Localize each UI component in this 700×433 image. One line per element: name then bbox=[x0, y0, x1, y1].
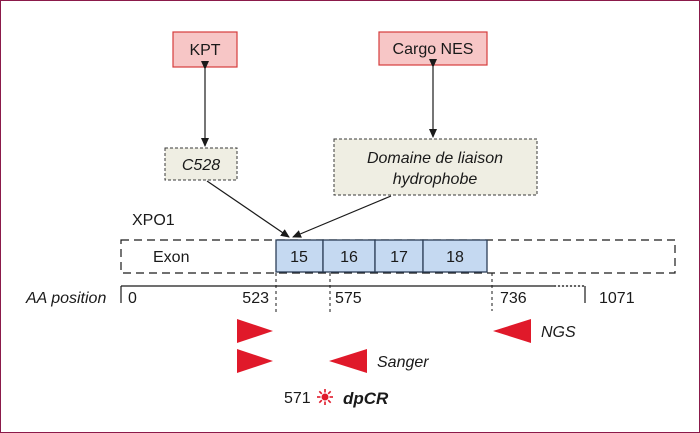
cargo-nes-box: Cargo NES bbox=[378, 31, 488, 66]
exon-16-label: 16 bbox=[340, 249, 358, 266]
exon-17-label: 17 bbox=[390, 249, 408, 266]
aa-tick-0: 0 bbox=[128, 290, 137, 307]
aa-tick-736: 736 bbox=[500, 290, 527, 307]
exon-15-label: 15 bbox=[290, 249, 308, 266]
aa-position-label: AA position bbox=[25, 290, 106, 307]
exon-16: 16 bbox=[322, 239, 376, 273]
aa-tick-1071: 1071 bbox=[599, 290, 635, 307]
c528-label: C528 bbox=[182, 157, 220, 174]
domain-box: Domaine de liaison hydrophobe bbox=[333, 138, 538, 196]
domain-label-line1: Domaine de liaison bbox=[367, 150, 503, 167]
exon-18: 18 bbox=[422, 239, 488, 273]
ngs-reverse-primer bbox=[493, 319, 531, 343]
aa-tick-575: 575 bbox=[335, 290, 362, 307]
sanger-reverse-primer bbox=[329, 349, 367, 373]
ngs-label: NGS bbox=[541, 324, 576, 341]
exon-15: 15 bbox=[275, 239, 324, 273]
cargo-nes-label: Cargo NES bbox=[393, 41, 474, 58]
dpcr-position: 571 bbox=[284, 390, 311, 407]
dpcr-burst-icon bbox=[317, 389, 333, 405]
domain-exon-arrow bbox=[292, 195, 392, 238]
ngs-forward-primer bbox=[237, 319, 273, 343]
exon-18-label: 18 bbox=[446, 249, 464, 266]
kpt-box: KPT bbox=[172, 31, 238, 68]
c528-exon-arrow bbox=[206, 180, 290, 238]
sanger-label: Sanger bbox=[377, 354, 429, 371]
kpt-label: KPT bbox=[189, 42, 220, 59]
c528-box: C528 bbox=[164, 147, 238, 181]
sanger-forward-primer bbox=[237, 349, 273, 373]
aa-tick-523: 523 bbox=[242, 290, 269, 307]
aa-axis bbox=[120, 285, 586, 303]
dpcr-label: dpCR bbox=[343, 389, 389, 408]
exon-17: 17 bbox=[374, 239, 424, 273]
exon-label: Exon bbox=[153, 249, 189, 266]
gene-name: XPO1 bbox=[132, 212, 175, 229]
domain-label-line2: hydrophobe bbox=[393, 171, 478, 188]
